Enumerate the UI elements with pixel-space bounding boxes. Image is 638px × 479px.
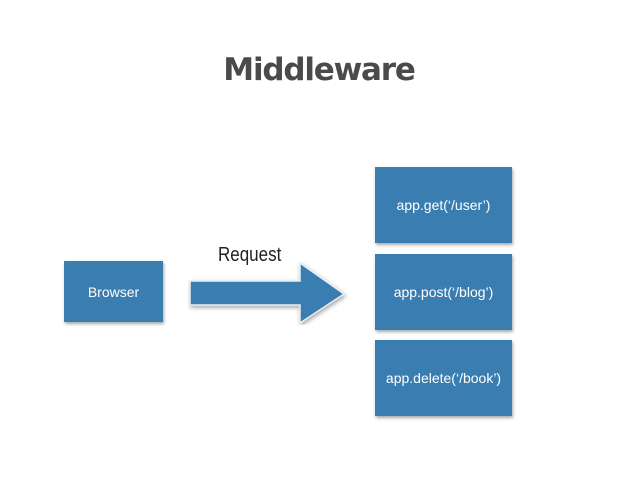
request-label: Request [218,244,282,266]
browser-node-label: Browser [87,283,140,300]
route-node-label: app.post(‘/blog’) [393,284,494,300]
diagram-title: Middleware [223,52,416,88]
route-node-label: app.get(‘/user’) [396,197,491,213]
route-node-label: app.delete(‘/book’) [385,370,502,386]
route-node-get-user: app.get(‘/user’) [375,167,512,243]
browser-node: Browser [64,261,163,322]
route-node-post-blog: app.post(‘/blog’) [375,254,512,330]
route-node-delete-book: app.delete(‘/book’) [375,340,512,416]
right-arrow-icon [189,261,346,325]
